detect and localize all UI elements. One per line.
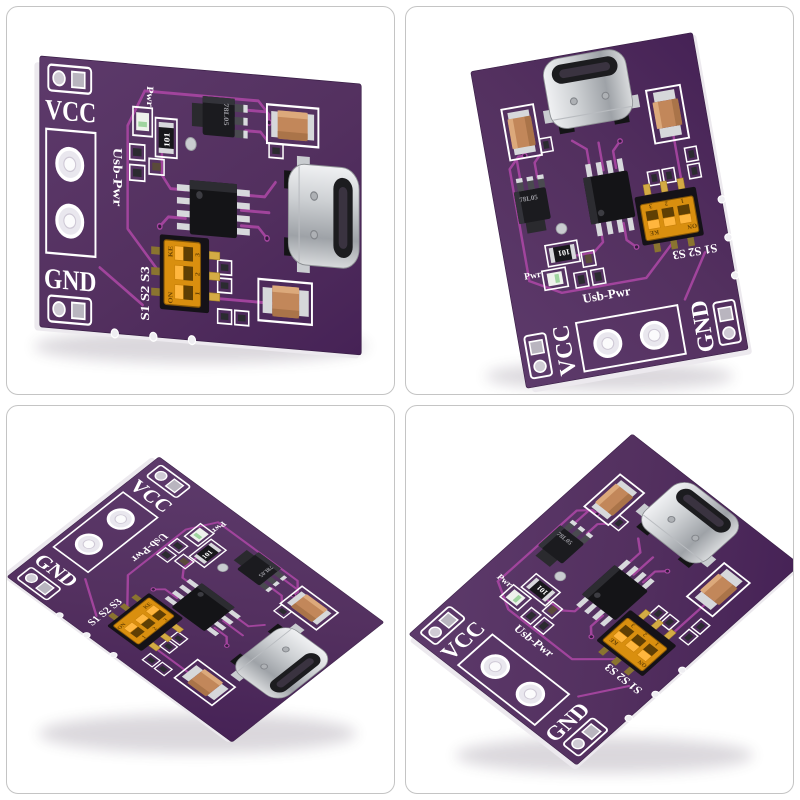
shadow [455,737,754,774]
pcb-photo-front [32,53,368,364]
shadow [38,713,357,754]
pcb-photo-portrait [469,30,755,394]
photo-tile-laying-right [405,405,794,794]
pcb-photo-angled-left [7,452,386,754]
photo-tile-rotated-portrait [405,6,794,395]
photo-tile-laying-left [6,405,395,794]
pcb-photo-angled-right [406,432,793,774]
photo-tile-front-standing [6,6,395,395]
